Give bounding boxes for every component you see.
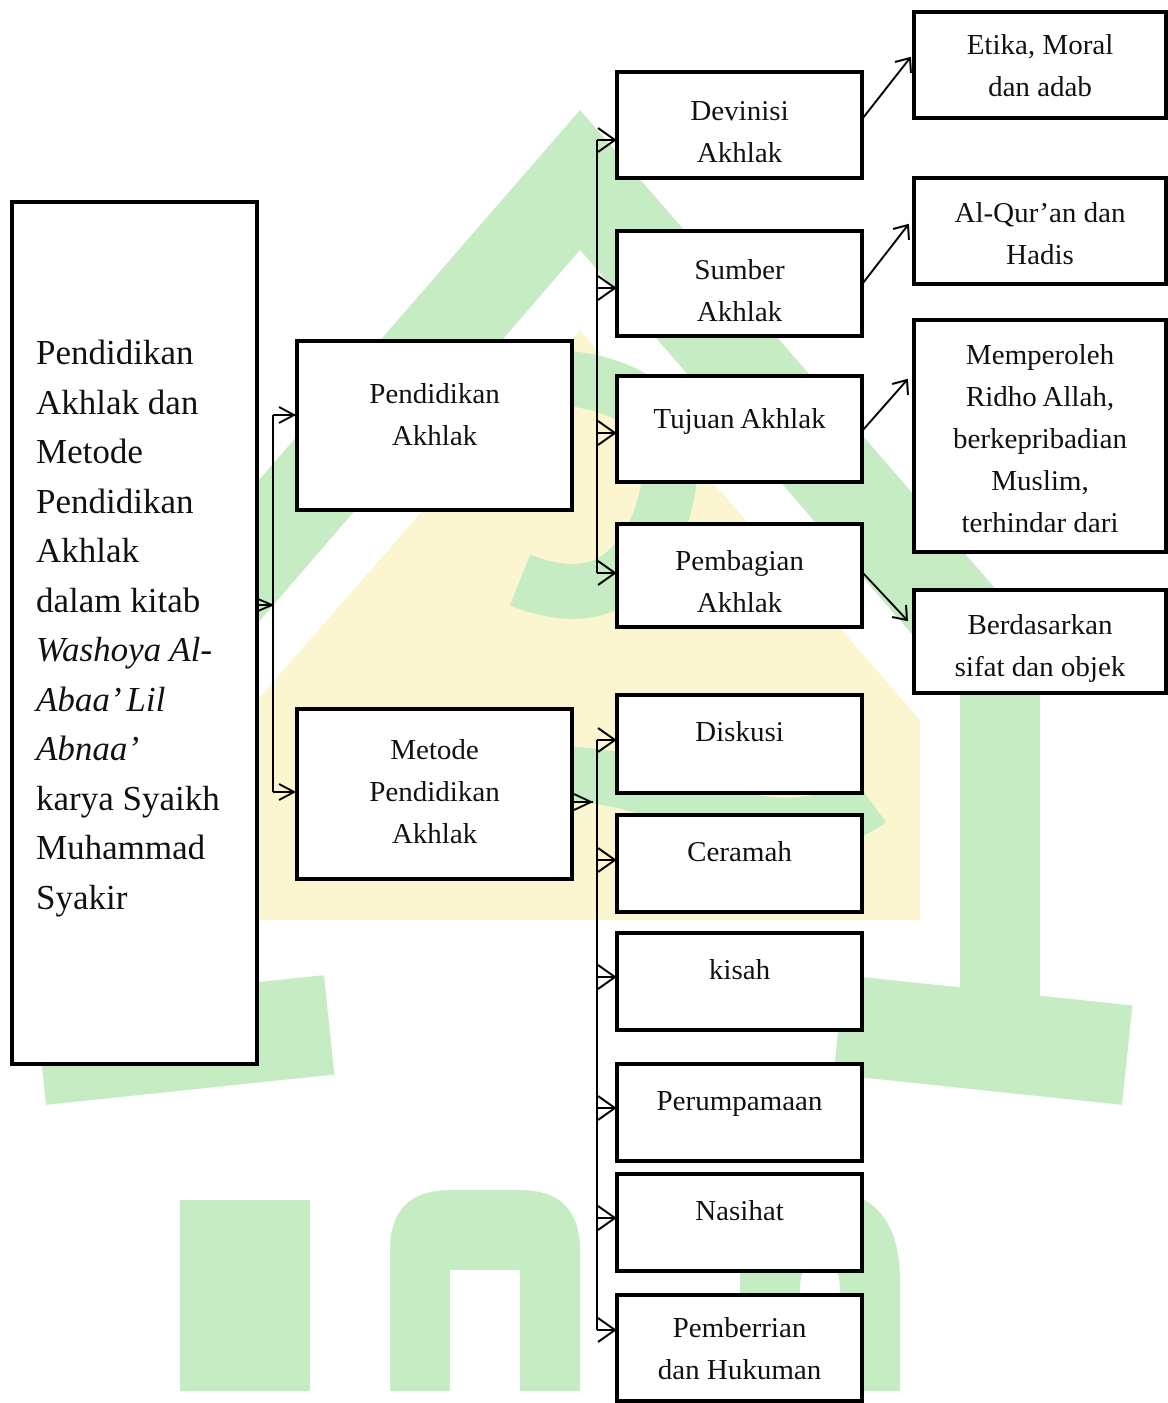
definisi-label: Devinisi [690,95,789,127]
tujuan-label: Tujuan Akhlak [653,403,826,435]
pembagian-label: Akhlak [696,587,783,619]
metode-pemberrian-box: Pemberrian dan Hukuman [615,1293,864,1403]
pembagian-detail-box: Berdasarkan sifat dan objek [912,588,1168,695]
metode-perumpamaan-box: Perumpamaan [615,1062,864,1163]
sumber-detail-box: Al-Qur’an dan Hadis [912,176,1168,286]
pembagian-label: Pembagian [675,545,804,577]
ceramah-label: Ceramah [687,836,792,868]
nasihat-label: Nasihat [695,1195,784,1227]
pendidikan-akhlak-box: Pendidikan Akhlak [295,339,574,512]
root-line: Metode [36,432,143,471]
root-line: Akhlak [36,531,140,570]
pendidikan-akhlak-label: Pendidikan [369,378,500,410]
root-book-title-line: Abnaa’ [36,729,140,768]
root-line: Muhammad [36,828,206,867]
metode-label: Pendidikan [369,776,500,808]
pembagian-detail-line: sifat dan objek [954,651,1126,683]
metode-diskusi-box: Diskusi [615,693,864,795]
tujuan-akhlak-box: Tujuan Akhlak [615,374,864,484]
tujuan-detail-line: Memperoleh [965,339,1115,371]
root-topic-box: Pendidikan Akhlak dan Metode Pendidikan … [10,200,259,1066]
pembagian-akhlak-box: Pembagian Akhlak [615,522,864,629]
root-line: Pendidikan [36,481,194,521]
root-line: Syakir [36,877,128,917]
definisi-label: Akhlak [696,137,783,169]
metode-nasihat-box: Nasihat [615,1172,864,1273]
tujuan-detail-line: berkepribadian [953,423,1127,455]
root-line: Akhlak dan [36,382,199,422]
root-line: dalam kitab [36,580,201,620]
metode-ceramah-box: Ceramah [615,813,864,914]
diskusi-label: Diskusi [695,716,784,748]
metode-pendidikan-akhlak-box: Metode Pendidikan Akhlak [295,707,574,881]
pemberrian-label: dan Hukuman [657,1354,822,1386]
sumber-akhlak-box: Sumber Akhlak [615,229,864,338]
tujuan-detail-line: Ridho Allah, [965,381,1115,413]
definisi-detail-line: dan adab [988,71,1092,103]
perumpamaan-label: Perumpamaan [656,1085,823,1117]
tujuan-detail-line: Muslim, [991,465,1089,497]
metode-kisah-box: kisah [615,931,864,1032]
metode-label: Akhlak [391,818,478,850]
root-line: karya Syaikh [36,778,220,818]
root-book-title-line: Washoya Al- [36,630,212,669]
tujuan-detail-box: Memperoleh Ridho Allah, berkepribadian M… [912,318,1168,554]
root-book-title-line: Abaa’ Lil [36,679,166,719]
metode-label: Metode [390,734,479,766]
pemberrian-label: Pemberrian [672,1312,807,1344]
definisi-detail-line: Etika, Moral [966,29,1114,61]
pendidikan-akhlak-label: Akhlak [391,420,478,452]
kisah-label: kisah [708,954,771,986]
root-line: Pendidikan [36,333,194,372]
sumber-detail-line: Hadis [1006,239,1074,271]
sumber-label: Sumber [694,254,785,286]
definisi-detail-box: Etika, Moral dan adab [912,10,1168,120]
pembagian-detail-line: Berdasarkan [967,609,1113,641]
sumber-detail-line: Al-Qur’an dan [954,197,1126,229]
sumber-label: Akhlak [696,296,783,328]
definisi-akhlak-box: Devinisi Akhlak [615,70,864,180]
tujuan-detail-line: terhindar dari [961,507,1119,539]
